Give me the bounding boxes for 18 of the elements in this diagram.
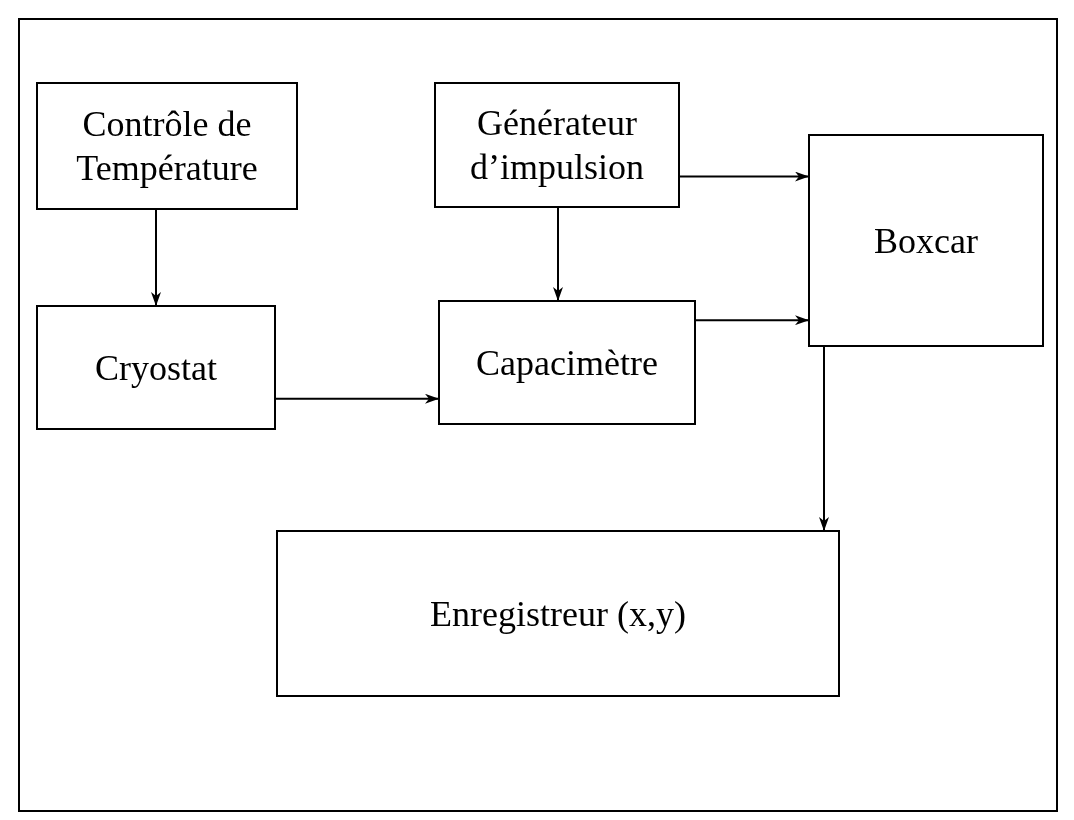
box-label: Enregistreur (x,y) bbox=[430, 592, 686, 636]
box-label: Capacimètre bbox=[476, 341, 658, 385]
process-box bbox=[36, 305, 276, 430]
box-label: Contrôle de Température bbox=[75, 103, 259, 190]
arrow bbox=[151, 209, 161, 306]
arrow bbox=[679, 171, 809, 182]
process-box bbox=[438, 300, 696, 425]
arrow bbox=[819, 346, 829, 531]
process-box bbox=[808, 134, 1044, 347]
box-label: Boxcar bbox=[874, 219, 978, 263]
process-box bbox=[36, 82, 298, 210]
arrow bbox=[275, 393, 439, 404]
process-box bbox=[434, 82, 680, 208]
arrow bbox=[553, 207, 563, 301]
process-box bbox=[276, 530, 840, 697]
arrow bbox=[695, 315, 809, 326]
box-label: Générateur d’impulsion bbox=[469, 102, 645, 189]
box-label: Cryostat bbox=[95, 346, 217, 390]
